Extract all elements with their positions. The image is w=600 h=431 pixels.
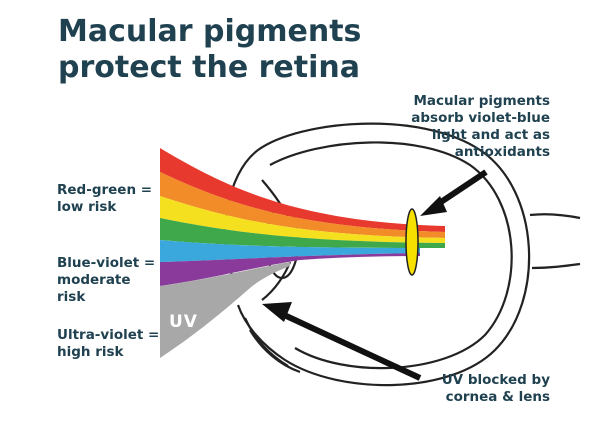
band-violet xyxy=(160,253,420,286)
arrow-macular-head xyxy=(420,196,447,216)
arrow-uv-line xyxy=(280,311,422,381)
label-macular-pigments: Macular pigments absorb violet-blue ligh… xyxy=(385,93,550,161)
label-blue-violet-line-3: risk xyxy=(57,289,86,305)
label-macular-line-1: Macular pigments xyxy=(413,93,550,109)
eye-sclera xyxy=(236,122,531,387)
label-ultra-violet: Ultra-violet = high risk xyxy=(57,327,159,361)
title-line-1: Macular pigments xyxy=(58,14,362,49)
eye-fold-2 xyxy=(243,317,289,367)
label-ultra-violet-line-2: high risk xyxy=(57,344,124,360)
optic-nerve-top xyxy=(529,213,581,220)
optic-nerve-bottom xyxy=(531,262,581,270)
label-blue-violet: Blue-violet = moderate risk xyxy=(57,255,155,306)
band-green xyxy=(160,218,445,248)
label-red-green-line-1: Red-green = xyxy=(57,182,153,198)
label-macular-line-3: light and act as xyxy=(431,127,550,143)
label-uv-blocked-line-2: cornea & lens xyxy=(445,389,550,405)
macular-pigment xyxy=(405,208,419,276)
band-blue xyxy=(160,240,420,262)
arrow-uv-head xyxy=(262,302,292,322)
label-macular-line-2: absorb violet-blue xyxy=(411,110,550,126)
eye-fold-1 xyxy=(249,329,301,374)
label-uv-blocked: UV blocked by cornea & lens xyxy=(410,372,550,406)
label-blue-violet-line-2: moderate xyxy=(57,272,131,288)
label-blue-violet-line-1: Blue-violet = xyxy=(57,255,156,271)
label-red-green: Red-green = low risk xyxy=(57,182,152,216)
band-uv xyxy=(160,262,290,358)
title-line-2: protect the retina xyxy=(58,50,360,85)
label-uv-blocked-line-1: UV blocked by xyxy=(441,372,550,388)
label-macular-line-4: antioxidants xyxy=(454,144,550,160)
arrows xyxy=(262,169,488,381)
label-red-green-line-2: low risk xyxy=(57,199,117,215)
page-title: Macular pigments protect the retina xyxy=(58,14,398,86)
label-ultra-violet-line-1: Ultra-violet = xyxy=(57,327,160,343)
band-red xyxy=(160,148,445,232)
uv-band-label: UV xyxy=(169,312,198,332)
